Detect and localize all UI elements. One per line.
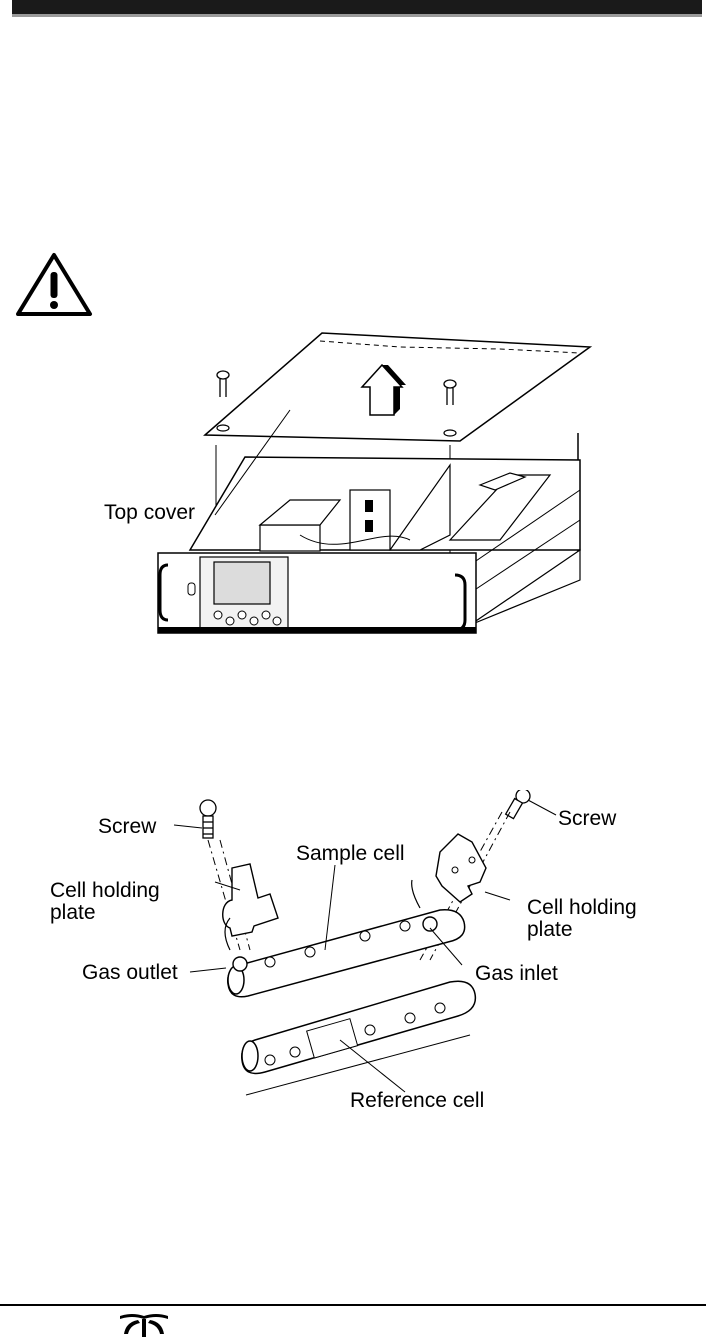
header-bar-shadow (12, 14, 702, 17)
gas-outlet-label: Gas outlet (82, 961, 178, 984)
top-cover-removal-illustration (157, 332, 593, 634)
cell-assembly-illustration (173, 790, 557, 1096)
cell-holding-plate-left-label: Cell holding plate (50, 879, 160, 924)
footer-rule (0, 1304, 706, 1306)
warning-icon (16, 253, 92, 316)
cell-holding-plate-right-label: Cell holding plate (527, 896, 637, 941)
reference-cell-label: Reference cell (350, 1089, 485, 1112)
header-bar (12, 0, 702, 14)
company-logo-icon (120, 1314, 168, 1337)
gas-inlet-label: Gas inlet (475, 962, 558, 985)
top-cover-label: Top cover (104, 501, 196, 524)
sample-cell-label: Sample cell (296, 842, 405, 865)
screw-right-label: Screw (558, 807, 617, 830)
screw-left-label: Screw (98, 815, 157, 838)
